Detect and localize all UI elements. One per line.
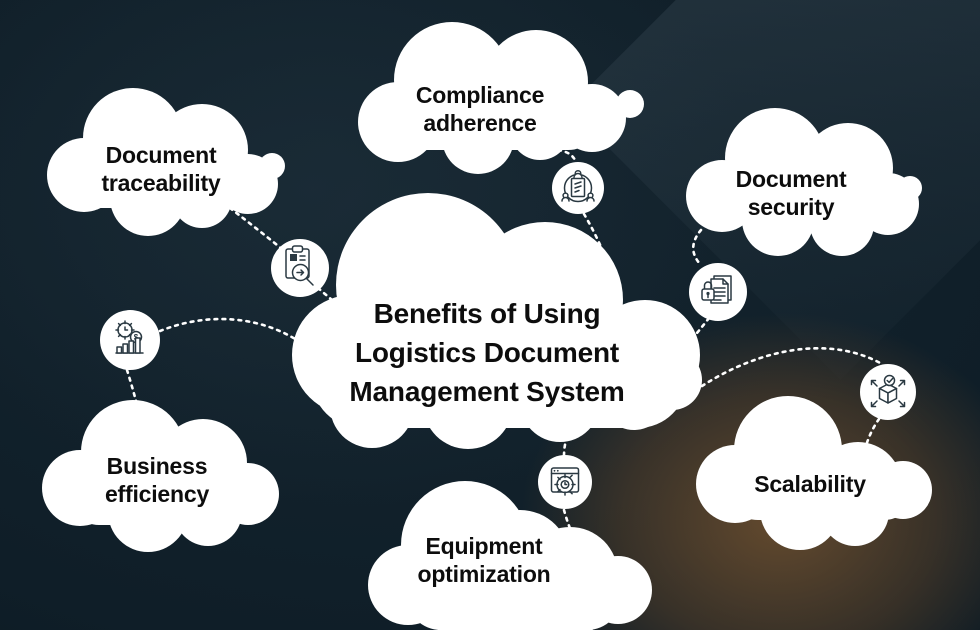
label-line: Document <box>735 166 847 192</box>
cloud-compliance-adherence <box>358 22 644 174</box>
connector-efficiency-b <box>125 368 138 403</box>
label-line: Compliance <box>415 82 545 108</box>
connector-traceability-a <box>228 206 284 251</box>
title-line-2: Logistics Document <box>355 337 619 368</box>
label-line: traceability <box>101 170 221 196</box>
document-collaboration-icon <box>552 162 604 214</box>
connector-optimization-b <box>562 508 573 533</box>
connector-compliance-a <box>556 148 578 164</box>
document-search-icon <box>271 239 329 297</box>
label-equipment-optimization: Equipment optimization <box>364 532 604 588</box>
cloud-central <box>292 193 702 449</box>
window-gear-icon <box>538 455 592 509</box>
label-document-security: Document security <box>671 165 911 221</box>
cloud-document-traceability <box>47 88 285 236</box>
label-line: efficiency <box>104 481 210 507</box>
label-line: Equipment <box>425 533 543 559</box>
label-compliance-adherence: Compliance adherence <box>360 81 600 137</box>
connector-lines <box>125 148 884 533</box>
label-scalability: Scalability <box>690 470 930 498</box>
label-line: security <box>747 194 835 220</box>
productivity-gear-chart-icon: $ <box>100 310 160 370</box>
cloud-document-security <box>686 108 922 256</box>
cloud-equipment-optimization <box>368 481 652 630</box>
label-line: Business <box>106 453 208 479</box>
label-line: Scalability <box>754 471 866 497</box>
connector-security-a <box>691 228 703 266</box>
central-cloud-title: Benefits of Using Logistics Document Man… <box>277 294 697 411</box>
connector-compliance-b <box>582 212 603 249</box>
title-line-1: Benefits of Using <box>373 298 601 329</box>
cloud-scalability <box>696 396 932 550</box>
connector-scalability-a <box>700 347 884 388</box>
document-lock-icon <box>689 263 747 321</box>
label-document-traceability: Document traceability <box>41 141 281 197</box>
icon-badges: $ <box>100 162 916 509</box>
label-line: adherence <box>423 110 537 136</box>
label-line: optimization <box>417 561 551 587</box>
cloud-business-efficiency <box>42 400 279 552</box>
connector-efficiency-a <box>158 317 302 344</box>
label-line: Document <box>105 142 217 168</box>
box-expand-icon <box>860 364 916 420</box>
label-business-efficiency: Business efficiency <box>37 452 277 508</box>
title-line-3: Management System <box>349 376 625 407</box>
connector-scalability-b <box>864 417 881 448</box>
